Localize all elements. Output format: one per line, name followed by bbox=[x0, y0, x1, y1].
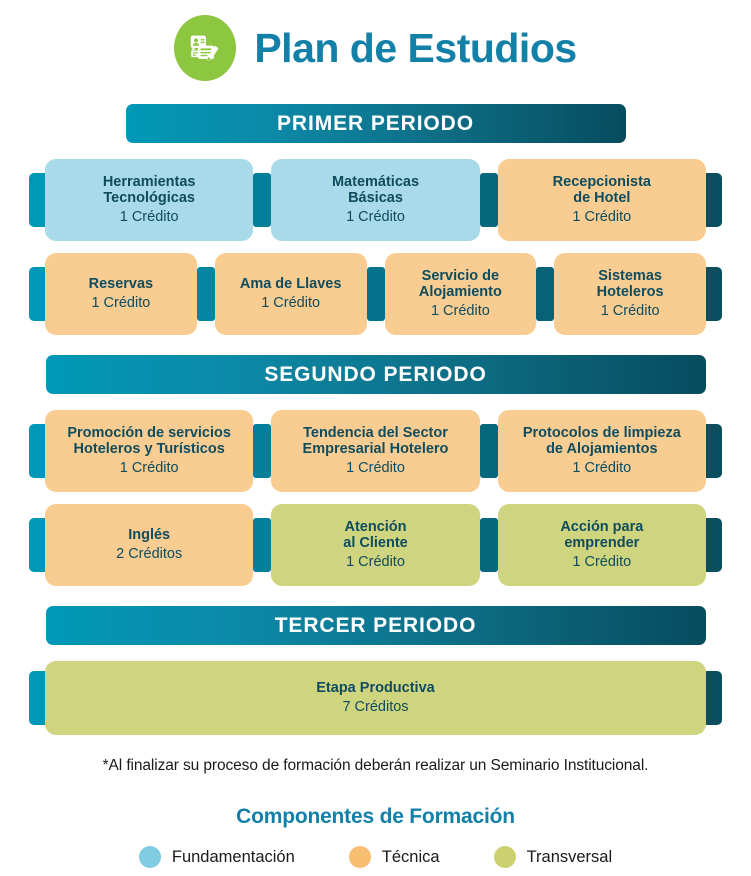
course-card-credits: 1 Crédito bbox=[346, 553, 405, 570]
period-label: TERCER PERIODO bbox=[274, 614, 477, 637]
course-card-credits: 1 Crédito bbox=[600, 302, 660, 319]
course-card-credits: 1 Crédito bbox=[119, 459, 179, 476]
legend-label: Fundamentación bbox=[171, 847, 295, 866]
course-card-credits: 1 Crédito bbox=[572, 208, 632, 225]
legend-item: Fundamentación bbox=[138, 846, 295, 868]
study-plan-documents-icon bbox=[174, 15, 237, 81]
period-band: SEGUNDO PERIODO bbox=[45, 355, 706, 394]
course-card-name: Etapa Productiva bbox=[316, 680, 435, 697]
period-label: SEGUNDO PERIODO bbox=[264, 363, 487, 386]
course-card-credits: 1 Crédito bbox=[346, 208, 405, 225]
card-connector-bar bbox=[479, 424, 498, 478]
legend-item: Transversal bbox=[493, 846, 613, 868]
card-connector bbox=[253, 504, 272, 586]
card-connector-bar bbox=[366, 267, 385, 321]
card-connector bbox=[196, 253, 215, 335]
legend-item: Técnica bbox=[348, 846, 440, 868]
spacer bbox=[0, 143, 751, 159]
spacer bbox=[0, 241, 751, 253]
card-connector-bar bbox=[536, 267, 555, 321]
spacer bbox=[0, 645, 751, 661]
spacer bbox=[0, 335, 751, 355]
course-card-name: Reservas bbox=[88, 276, 154, 293]
period-label: PRIMER PERIODO bbox=[277, 112, 474, 135]
footnote: *Al finalizar su proceso de formación de… bbox=[102, 757, 649, 774]
legend-label: Técnica bbox=[381, 847, 440, 866]
card-connector bbox=[366, 253, 385, 335]
course-card-credits: 1 Crédito bbox=[91, 294, 151, 311]
course-card-credits: 1 Crédito bbox=[261, 294, 321, 311]
card-connector-bar bbox=[479, 518, 498, 572]
course-card-name: Inglés bbox=[128, 527, 171, 544]
course-card-name: Ama de Llaves bbox=[239, 276, 342, 293]
period-band: TERCER PERIODO bbox=[45, 606, 706, 645]
course-card-credits: 1 Crédito bbox=[430, 302, 490, 319]
course-card-credits: 1 Crédito bbox=[572, 459, 632, 476]
card-connector bbox=[253, 410, 272, 492]
card-connector bbox=[479, 504, 498, 586]
legend-label: Transversal bbox=[526, 847, 613, 866]
spacer bbox=[0, 586, 751, 606]
course-card-credits: 1 Crédito bbox=[346, 459, 405, 476]
legend-dot-icon bbox=[493, 846, 516, 868]
card-connector-bar bbox=[196, 267, 215, 321]
card-connector bbox=[479, 159, 498, 241]
card-connector-bar bbox=[253, 518, 272, 572]
course-card-credits: 7 Créditos bbox=[342, 698, 409, 715]
course-card-credits: 1 Crédito bbox=[572, 553, 632, 570]
legend-dot-icon bbox=[348, 846, 371, 868]
card-connector bbox=[479, 410, 498, 492]
spacer bbox=[0, 492, 751, 504]
page-header: Plan de Estudios bbox=[0, 0, 751, 92]
page-title: Plan de Estudios bbox=[254, 24, 577, 71]
legend-dot-icon bbox=[138, 846, 161, 868]
card-connector-bar bbox=[479, 173, 498, 227]
card-connector bbox=[536, 253, 555, 335]
spacer bbox=[0, 394, 751, 410]
card-connector-bar bbox=[253, 173, 272, 227]
course-card-credits: 2 Créditos bbox=[116, 545, 183, 562]
card-connector bbox=[253, 159, 272, 241]
spacer bbox=[0, 92, 751, 104]
period-band: PRIMER PERIODO bbox=[125, 104, 626, 143]
card-connector-bar bbox=[253, 424, 272, 478]
course-card-credits: 1 Crédito bbox=[119, 208, 179, 225]
legend: Fundamentación Técnica Transversal bbox=[0, 846, 751, 868]
legend-title: Componentes de Formación bbox=[236, 805, 515, 828]
